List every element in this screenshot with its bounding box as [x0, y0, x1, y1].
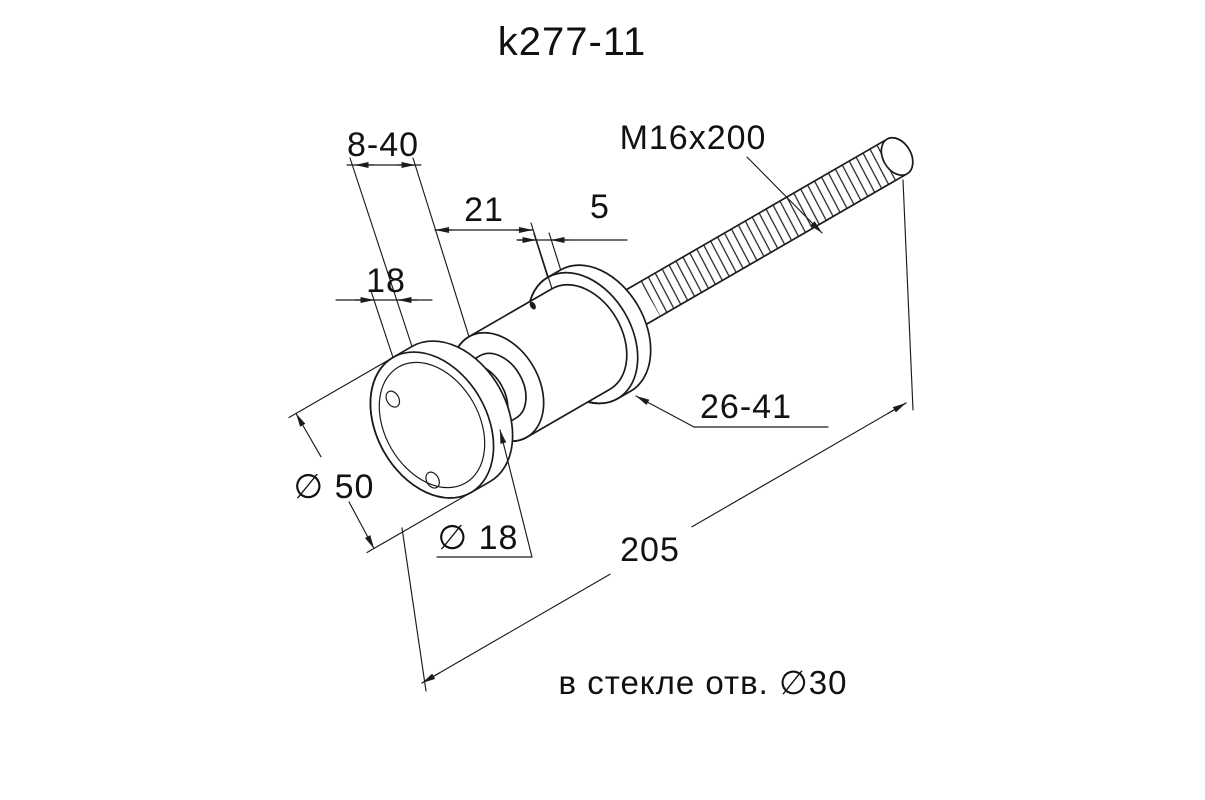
threaded-stud [579, 136, 914, 351]
label-disc-diameter: ∅ 50 [294, 468, 375, 506]
label-glass-range: 8-40 [347, 126, 419, 164]
thread-hatching [640, 139, 908, 317]
label-neck-diameter: ∅ 18 [438, 519, 519, 557]
dimension-lines [288, 156, 914, 692]
ext-flange-back [548, 232, 562, 271]
dim-disc-diameter [288, 356, 472, 554]
ext-body-front [412, 157, 470, 338]
drawing-title: k277-11 [498, 20, 647, 64]
disc-hole-lower [425, 471, 440, 489]
dim-total-length [401, 179, 914, 692]
leader-thread [746, 156, 823, 234]
glass-point-fixing-part [369, 136, 914, 499]
ext-disc-back [349, 157, 413, 348]
label-total-length: 205 [620, 531, 680, 569]
set-screw-hole [529, 301, 536, 310]
label-body-length: 21 [464, 191, 504, 229]
stud-end-face [880, 136, 914, 177]
label-disc-thickness: 18 [366, 262, 406, 300]
disc-hole-upper [385, 390, 401, 408]
label-washer-thickness: 5 [590, 188, 610, 226]
label-thread-spec: M16x200 [620, 119, 767, 157]
ext-disc-front [370, 290, 394, 359]
disc-chamfer [378, 361, 486, 489]
note-glass-hole: в стекле отв. ∅30 [559, 664, 848, 701]
label-clamp-range: 26-41 [700, 388, 792, 426]
dim-neck-diameter [436, 429, 533, 558]
dim-clamp-range [635, 395, 829, 428]
